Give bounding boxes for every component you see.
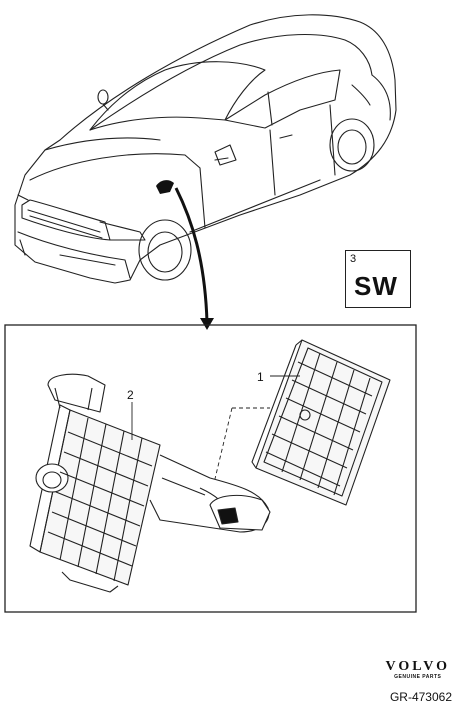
volvo-logo: VOLVO GENUINE PARTS bbox=[386, 659, 451, 680]
sw-badge-number: 3 bbox=[350, 253, 357, 265]
part-1-control-module bbox=[251, 339, 391, 506]
sw-badge-code: SW bbox=[354, 271, 398, 301]
callout-label-1: 1 bbox=[257, 370, 264, 384]
callout-label-2: 2 bbox=[127, 388, 134, 402]
part-2-bracket bbox=[29, 373, 271, 593]
component-location-marker bbox=[156, 180, 214, 330]
brand-name: VOLVO bbox=[385, 659, 450, 674]
detail-frame bbox=[4, 324, 417, 613]
sw-reference-badge: 3 SW bbox=[345, 250, 411, 308]
car-illustration bbox=[14, 14, 397, 284]
brand-tagline: GENUINE PARTS bbox=[394, 674, 442, 680]
diagram-reference: GR-473062 bbox=[389, 690, 452, 704]
